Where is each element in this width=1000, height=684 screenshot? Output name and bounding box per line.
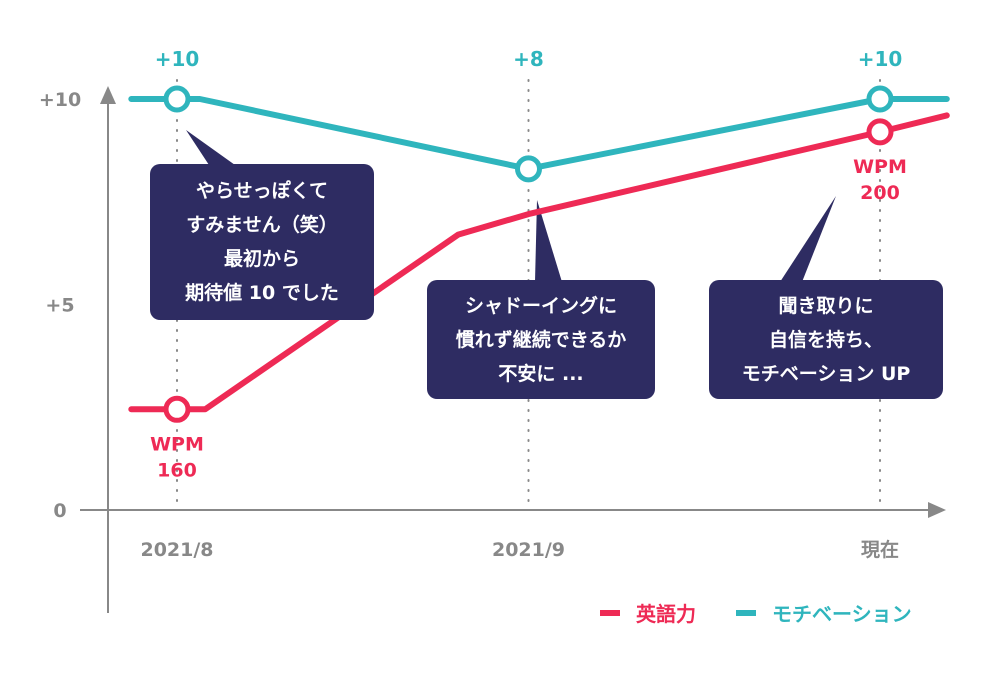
callout-line: 自信を持ち、 xyxy=(768,328,883,351)
callout-pointer xyxy=(186,130,235,165)
x-axis-arrow-icon xyxy=(928,502,946,518)
callout-line: やらせっぽくて xyxy=(195,180,329,202)
x-tick-label: 現在 xyxy=(861,538,899,561)
data-label: 160 xyxy=(157,459,197,481)
data-point-marker xyxy=(866,85,894,113)
data-point-marker xyxy=(515,155,542,183)
callout-line: 聞き取りに xyxy=(778,294,874,317)
legend-swatch xyxy=(736,609,756,616)
data-point-marker xyxy=(163,85,191,113)
callout-pointer xyxy=(780,196,836,282)
callout-pointer xyxy=(535,200,562,282)
y-tick-label: +10 xyxy=(39,89,81,111)
legend: 英語力 モチベーション xyxy=(600,598,952,627)
y-tick-label: +5 xyxy=(45,295,74,317)
data-label: WPM xyxy=(853,156,907,178)
data-label: +8 xyxy=(513,47,544,71)
data-label: WPM xyxy=(150,433,204,455)
callout-1: やらせっぽくて すみません（笑） 最初から 期待値 10 でした xyxy=(150,164,374,320)
callout-line: 慣れず継続できるか xyxy=(455,328,627,351)
x-tick-label: 2021/8 xyxy=(140,539,213,561)
legend-item-english: 英語力 xyxy=(600,598,696,627)
callout-line: 最初から xyxy=(223,248,300,270)
data-point-marker xyxy=(866,118,894,146)
data-label: 200 xyxy=(860,182,900,204)
data-point-marker xyxy=(163,395,191,423)
legend-item-motivation: モチベーション xyxy=(736,598,912,627)
y-tick-label: 0 xyxy=(53,500,66,522)
callout-3: 聞き取りに 自信を持ち、 モチベーション UP xyxy=(709,280,943,399)
y-axis-arrow-icon xyxy=(100,86,116,104)
callout-line: すみません（笑） xyxy=(186,214,338,236)
callout-line: シャドーイングに xyxy=(464,294,617,317)
legend-label: モチベーション xyxy=(772,602,912,626)
callout-2: シャドーイングに 慣れず継続できるか 不安に ... xyxy=(427,280,655,399)
data-label: +10 xyxy=(858,47,903,71)
legend-swatch xyxy=(600,609,620,616)
x-tick-label: 2021/9 xyxy=(492,539,565,561)
callout-line: 期待値 10 でした xyxy=(185,282,339,304)
legend-label: 英語力 xyxy=(636,602,696,626)
callout-line: 不安に ... xyxy=(498,362,584,385)
series-line-1 xyxy=(128,96,950,172)
data-label: +10 xyxy=(155,47,200,71)
callout-line: モチベーション UP xyxy=(741,362,911,385)
